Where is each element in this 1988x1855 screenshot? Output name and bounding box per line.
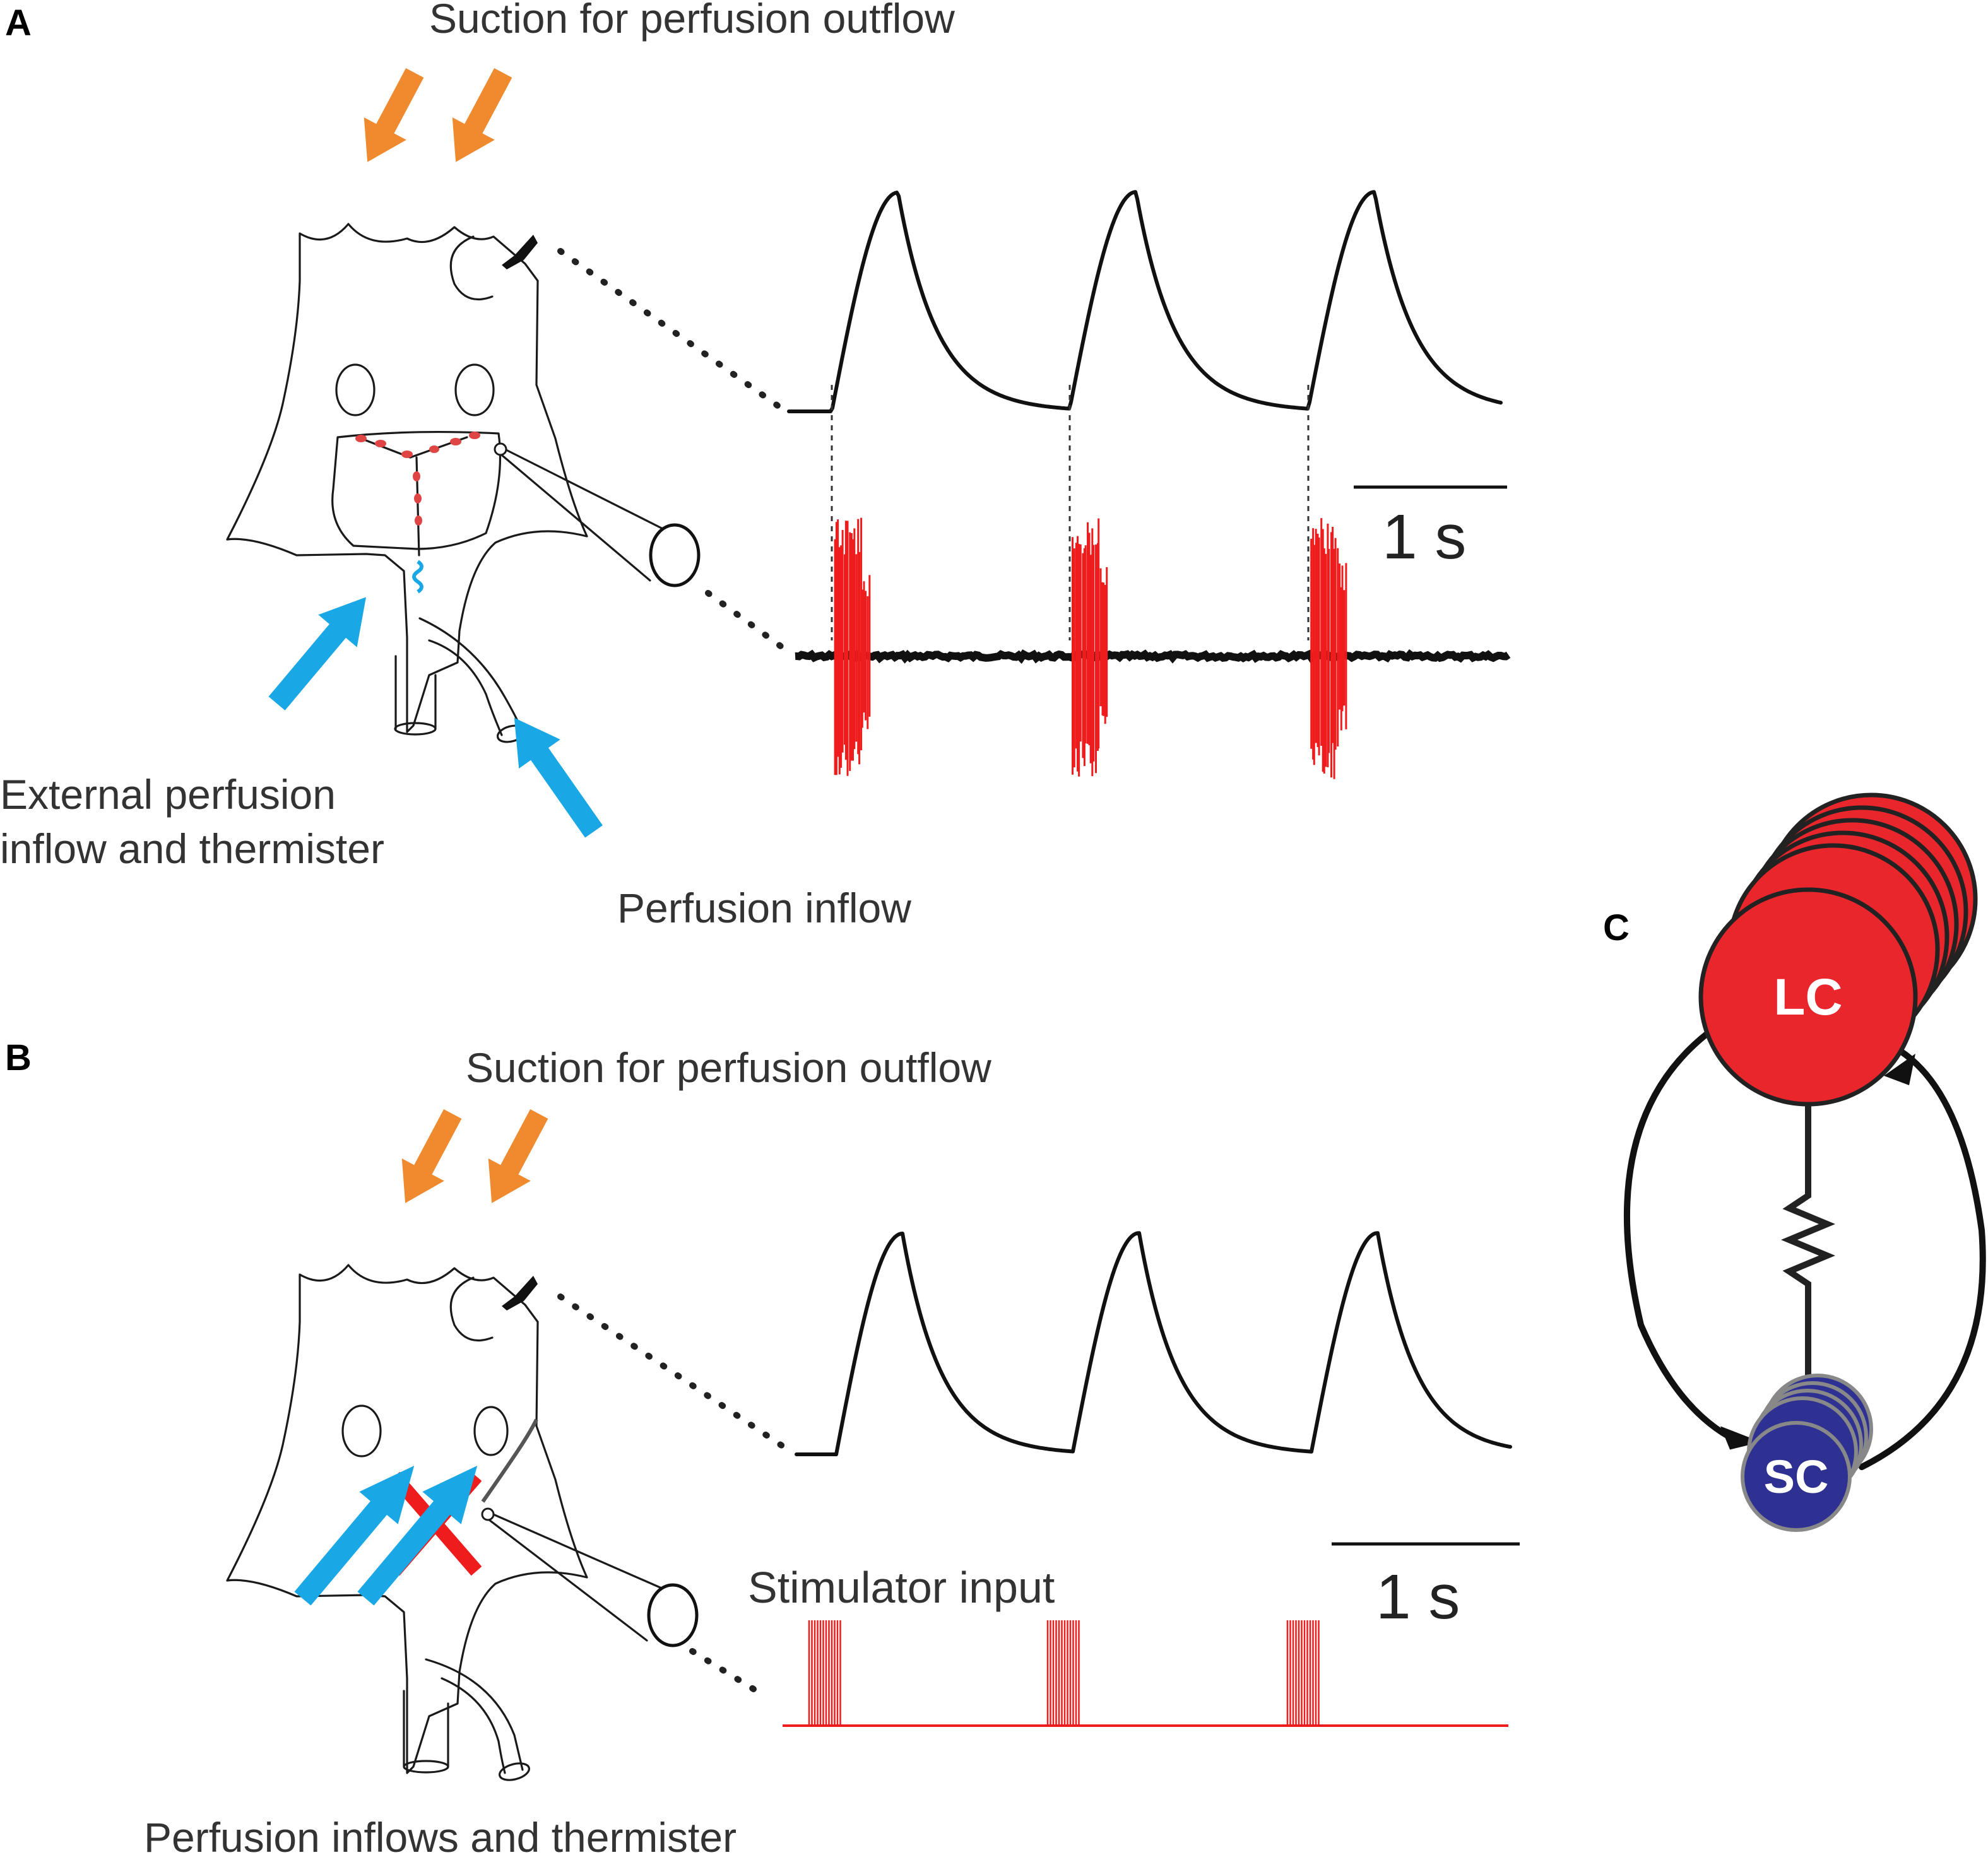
lc-neuron-front xyxy=(1698,887,1918,1107)
connector-top-a xyxy=(557,248,789,415)
spike-bursts-a xyxy=(834,517,1347,779)
outflow-arrow-b-left xyxy=(384,1102,474,1215)
tube-right-end-b xyxy=(499,1762,530,1781)
suction-pipette-a xyxy=(497,445,669,582)
cord-segment-a xyxy=(412,560,423,594)
external-inflow-arrow-a xyxy=(257,580,386,720)
neuron-dots-a xyxy=(355,432,480,526)
sc-to-lc-connection xyxy=(1859,1047,1986,1470)
stimulator-burst-3 xyxy=(1286,1620,1320,1726)
perfusion-inflow-label-a: Perfusion inflow xyxy=(617,885,911,931)
preparation-drawing-b xyxy=(226,1264,699,1781)
panel-b: B Suction for perfusion outflow Perfusio… xyxy=(5,1037,1520,1855)
tube-right-b xyxy=(425,1658,524,1774)
sc-to-lc-arrowhead xyxy=(1884,1054,1915,1085)
stimulator-burst-2 xyxy=(1046,1620,1080,1726)
perfusion-inflows-label-b: Perfusion inflows and thermister xyxy=(144,1814,737,1855)
eye-left-a xyxy=(335,363,376,416)
external-inflow-label-line1: External perfusion xyxy=(0,771,336,818)
prep-outline-b xyxy=(226,1264,588,1774)
electrode-tip-a xyxy=(502,235,538,269)
pipette-tip-a xyxy=(494,442,507,456)
spike-burst-a-2 xyxy=(1072,518,1108,777)
perfusion-inflow-arrow-a xyxy=(494,703,615,846)
tube-left-end-a xyxy=(394,722,437,736)
prep-ring-b xyxy=(449,1276,494,1342)
lc-label: LC xyxy=(1773,969,1842,1026)
panel-a: A Suction for perfusion outflow xyxy=(0,0,1511,931)
suction-pipette-b xyxy=(485,1510,667,1642)
spike-baseline-a xyxy=(795,649,1511,664)
connector-top-b xyxy=(557,1293,795,1456)
ganglion-outline-a xyxy=(331,430,502,550)
outflow-arrow-a-right xyxy=(434,61,524,174)
eye-right-a xyxy=(454,363,495,416)
prep-ring-a xyxy=(449,235,494,301)
recorded-trace-a xyxy=(787,190,1503,413)
stimulator-burst-1 xyxy=(808,1620,841,1726)
prep-outline-a xyxy=(226,223,588,733)
outflow-arrow-a-left xyxy=(346,61,436,174)
panel-c: C LC SC xyxy=(1603,792,1986,1532)
eye-right-b xyxy=(473,1406,509,1456)
lc-neuron-stack xyxy=(1698,792,1978,1107)
sc-neuron-front xyxy=(1741,1421,1852,1532)
recorded-trace-b xyxy=(795,1231,1512,1456)
sc-label: SC xyxy=(1764,1451,1829,1503)
pipette-opening-b xyxy=(647,1583,699,1647)
scale-label-a: 1 s xyxy=(1382,502,1466,572)
stimulator-input-label: Stimulator input xyxy=(748,1563,1055,1612)
electrical-coupling-resistor xyxy=(1781,1092,1835,1407)
stimulator-pulses xyxy=(808,1620,1320,1726)
tube-left-a xyxy=(394,655,437,730)
sc-neuron-stack xyxy=(1741,1374,1873,1532)
panel-b-outflow-label: Suction for perfusion outflow xyxy=(466,1044,991,1091)
panel-a-outflow-label: Suction for perfusion outflow xyxy=(429,0,955,42)
tube-left-b xyxy=(403,1690,449,1768)
panel-b-letter: B xyxy=(5,1037,32,1078)
scale-label-b: 1 s xyxy=(1376,1562,1460,1632)
pipette-tip-b xyxy=(481,1507,495,1521)
outflow-arrow-b-right xyxy=(470,1102,560,1215)
pipette-opening-a xyxy=(649,523,701,587)
connector-bottom-a xyxy=(705,590,789,653)
external-inflow-label-line2: inflow and thermister xyxy=(0,825,384,872)
eye-left-b xyxy=(341,1404,382,1458)
cut-nerve-b xyxy=(481,1418,538,1503)
spike-burst-a-1 xyxy=(834,517,871,776)
tube-left-end-b xyxy=(403,1760,449,1774)
panel-a-letter: A xyxy=(5,3,32,44)
panel-c-letter: C xyxy=(1603,907,1630,948)
lc-to-sc-connection xyxy=(1624,1019,1742,1445)
onset-markers-a xyxy=(831,385,1310,640)
electrode-tip-b xyxy=(502,1276,538,1310)
connector-bottom-b xyxy=(689,1648,770,1700)
spike-burst-a-3 xyxy=(1310,518,1347,779)
